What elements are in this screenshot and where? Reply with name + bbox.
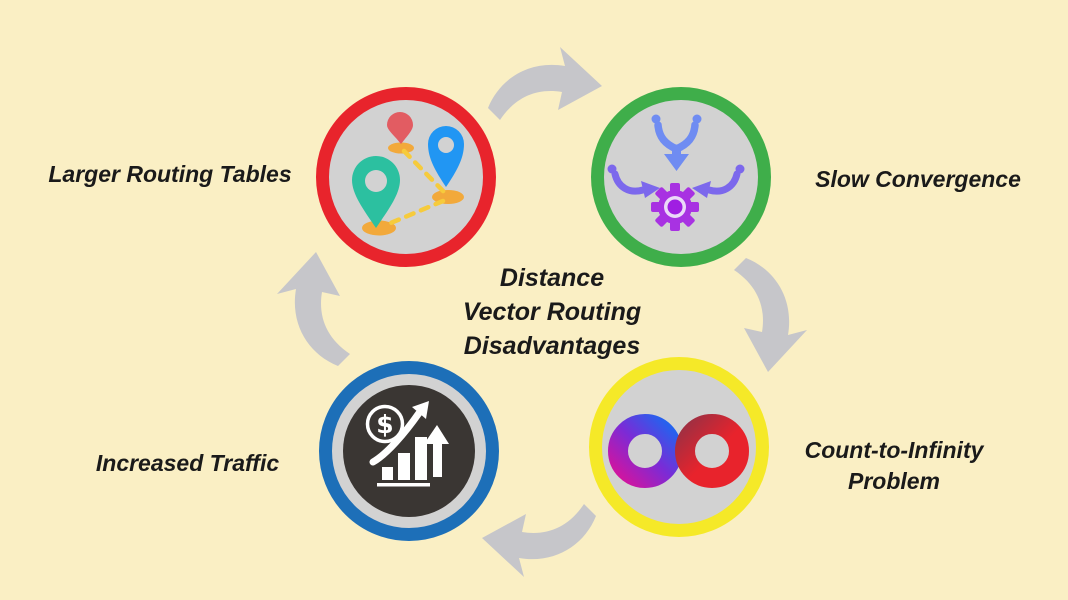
title-line-1: Distance <box>499 264 605 292</box>
label-count-to-infinity-problem: Count-to-Infinity Problem <box>804 437 984 494</box>
infinity-icon <box>608 414 749 488</box>
cycle-arrow-left-icon <box>277 252 350 366</box>
money-growth-icon: $ <box>343 385 475 517</box>
node-count-to-infinity <box>589 357 769 537</box>
node-larger-routing-tables <box>316 87 496 267</box>
label-larger-routing-tables: Larger Routing Tables <box>48 161 292 187</box>
label-increased-traffic: Increased Traffic <box>95 450 280 476</box>
cycle-arrow-top-icon <box>488 47 602 120</box>
gear-icon <box>651 183 699 231</box>
dollar-sign: $ <box>376 410 393 439</box>
label-slow-convergence: Slow Convergence <box>815 166 1021 192</box>
cycle-arrow-right-icon <box>734 258 807 372</box>
title-line-2: Vector Routing <box>462 298 642 326</box>
diagram-title: Distance Vector Routing Disadvantages <box>397 261 707 363</box>
converging-arrows-gear-icon <box>607 114 745 231</box>
map-pins-icon <box>352 112 464 236</box>
node-slow-convergence <box>591 87 771 267</box>
title-line-3: Disadvantages <box>463 332 641 360</box>
cycle-arrow-bottom-icon <box>482 504 596 577</box>
node-increased-traffic: $ <box>319 361 499 541</box>
